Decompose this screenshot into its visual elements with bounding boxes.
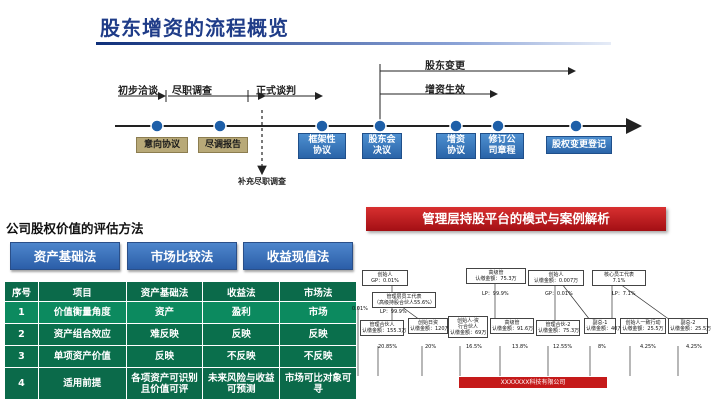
- phase-label-3: 正式谈判: [256, 86, 296, 97]
- holder-side-sub: LP：99.9%: [380, 309, 407, 315]
- right-phase-label-2: 增资生效: [425, 85, 465, 96]
- holder-top-3-sub: GP：0.01%: [545, 291, 573, 297]
- percent-label: 20%: [425, 344, 437, 350]
- table-cell: 不反映: [202, 345, 281, 368]
- holder-box-top-2: 高级管 认缴金额：75.3万: [466, 268, 526, 284]
- valuation-table: 序号 项目 资产基础法 收益法 市场法 1 价值衡量角度 资产 盈利 市场 2 …: [4, 281, 357, 400]
- milestone-box-shareholder-resolution: 股东会 决议: [362, 133, 402, 159]
- percent-label: 8%: [598, 344, 606, 350]
- table-cell: 反映: [125, 345, 204, 368]
- holder-box-mid-4: 高级管 认缴金额：91.6万: [490, 318, 534, 334]
- holding-structure-lines: [357, 283, 679, 376]
- table-cell: 不反映: [279, 345, 357, 368]
- holder-box-mid-3: 创始人-资 行合伙人 认缴金额：69万: [448, 316, 488, 338]
- table-row: 3 单项资产价值 反映 不反映 不反映: [4, 345, 357, 368]
- link-line: [619, 283, 671, 321]
- milestone-box-dd-report: 尽调报告: [198, 137, 248, 153]
- table-cell: 资产: [125, 301, 204, 324]
- table-cell: 未来风险与收益可预测: [202, 367, 281, 400]
- holder-box-mid-5: 管理合伙-2 认缴金额：75.3万: [536, 320, 580, 336]
- table-cell: 价值衡量角度: [37, 301, 127, 324]
- milestone-box-capital-agreement: 增资 协议: [436, 133, 476, 159]
- phase-label-1: 初步洽谈: [118, 86, 158, 97]
- table-cell: 适用前提: [37, 367, 127, 400]
- table-header-row: 序号 项目 资产基础法 收益法 市场法: [4, 281, 357, 302]
- table-cell: 资产组合效应: [37, 323, 127, 346]
- holder-box-mid-7: 创始人一致行动 认缴金额：25.5万: [620, 318, 666, 334]
- timeline-diagram: [115, 64, 642, 176]
- table-cell: 难反映: [125, 323, 204, 346]
- percent-label: 4.25%: [686, 344, 702, 350]
- holder-box-mid-1: 管理合伙人 认缴金额：155.3万: [360, 320, 407, 336]
- table-row: 2 资产组合效应 难反映 反映 反映: [4, 323, 357, 346]
- milestone-2: [213, 119, 227, 133]
- dashed-arrow-label: 补充尽职调查: [238, 177, 286, 186]
- table-cell: 各项资产可识别且价值可评: [125, 367, 204, 400]
- holder-box-mid-2: 创始日资 认缴金额：120万: [408, 318, 450, 334]
- table-cell: 反映: [202, 323, 281, 346]
- milestone-4: [373, 119, 387, 133]
- table-cell: 2: [4, 323, 39, 346]
- page-title: 股东增资的流程概览: [100, 16, 289, 40]
- percent-label: 0.01%: [352, 306, 368, 312]
- table-cell: 市场: [279, 301, 357, 324]
- table-header: 序号: [4, 281, 39, 302]
- table-header: 资产基础法: [125, 281, 204, 302]
- holder-top-2-sub: LP：99.9%: [482, 291, 509, 297]
- milestone-box-intent: 意向协议: [136, 137, 188, 153]
- holder-box-mid-8: 副总-2 认缴金额：25.5万: [668, 318, 712, 334]
- title-underline: [96, 42, 611, 45]
- holder-box-top-1: 创始人 GP：0.01%: [362, 270, 408, 286]
- table-header: 收益法: [202, 281, 281, 302]
- table-cell: 反映: [279, 323, 357, 346]
- holding-platform-banner: 管理层持股平台的模式与案例解析: [366, 207, 666, 231]
- percent-label: 20.85%: [378, 344, 398, 350]
- milestone-6: [491, 119, 505, 133]
- percent-label: 16.5%: [466, 344, 482, 350]
- milestone-box-equity-registration: 股权变更登记: [546, 136, 612, 154]
- table-header: 项目: [37, 281, 127, 302]
- holder-top-4-sub: LP：7.1%: [612, 291, 636, 297]
- milestone-5: [449, 119, 463, 133]
- percent-label: 12.55%: [553, 344, 573, 350]
- method-income-pv: 收益现值法: [243, 242, 353, 270]
- table-header: 市场法: [279, 281, 357, 302]
- holder-box-top-3: 创始人 认缴金额：0.007万: [528, 270, 584, 286]
- method-market-comparison: 市场比较法: [127, 242, 237, 270]
- right-phase-label-1: 股东变更: [425, 61, 465, 72]
- link-line: [561, 283, 591, 321]
- table-row: 1 价值衡量角度 资产 盈利 市场: [4, 301, 357, 324]
- milestone-3: [315, 119, 329, 133]
- holder-box-mid-6: 副总-1 认缴金额：40万: [584, 318, 623, 334]
- target-company-box: XXXXXXX科技有限公司: [459, 377, 607, 388]
- milestone-7: [569, 119, 583, 133]
- table-cell: 1: [4, 301, 39, 324]
- table-cell: 盈利: [202, 301, 281, 324]
- method-asset-based: 资产基础法: [10, 242, 120, 270]
- phase-label-2: 尽职调查: [172, 86, 212, 97]
- holder-box-top-4: 核心员工代表 7.1%: [592, 270, 646, 286]
- table-cell: 3: [4, 345, 39, 368]
- percent-label: 4.25%: [640, 344, 656, 350]
- milestone-box-amend-articles: 修订公 司章程: [480, 133, 524, 159]
- table-cell: 市场可比对象可寻: [279, 367, 357, 400]
- milestone-1: [150, 119, 164, 133]
- valuation-title: 公司股权价值的评估方法: [6, 221, 144, 236]
- table-cell: 4: [4, 367, 39, 400]
- holder-box-side: 管理层员工代表 （高级持股合伙人55.6%）: [372, 292, 436, 308]
- milestone-box-framework: 框架性 协议: [298, 133, 346, 159]
- table-cell: 单项资产价值: [37, 345, 127, 368]
- percent-label: 13.8%: [512, 344, 528, 350]
- table-row: 4 适用前提 各项资产可识别且价值可评 未来风险与收益可预测 市场可比对象可寻: [4, 367, 357, 400]
